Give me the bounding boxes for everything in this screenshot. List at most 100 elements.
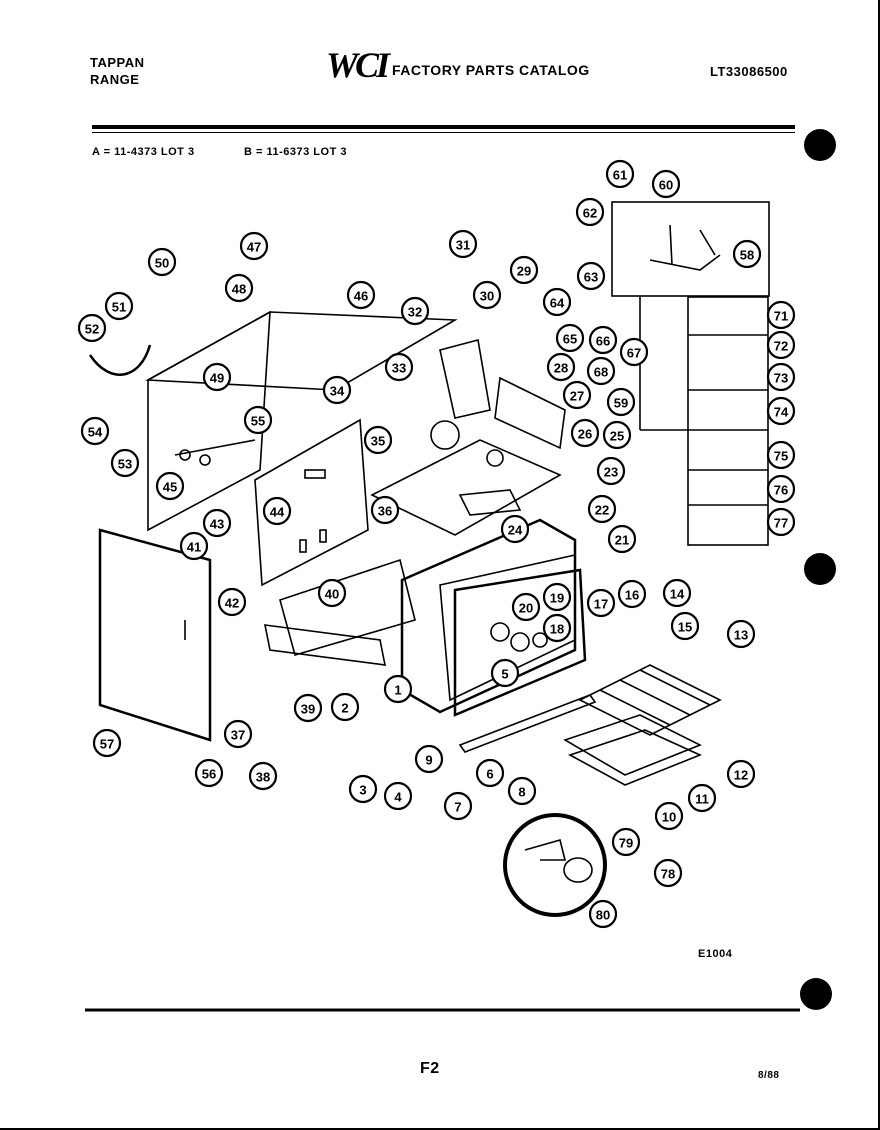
- callout-number: 78: [661, 867, 675, 882]
- callout-circle: [766, 330, 796, 360]
- callout-number: 14: [670, 587, 685, 602]
- callout-43: 43: [202, 508, 232, 538]
- callout-number: 1: [394, 683, 401, 698]
- callout-circle: [239, 231, 269, 261]
- callout-64: 64: [542, 287, 572, 317]
- callout-number: 11: [695, 792, 709, 807]
- callout-number: 8: [518, 785, 525, 800]
- callout-number: 4: [394, 790, 402, 805]
- callout-circle: [766, 362, 796, 392]
- back-panel-part: [254, 418, 369, 587]
- callout-circle: [348, 774, 378, 804]
- callout-circle: [562, 380, 592, 410]
- callout-circle: [472, 280, 502, 310]
- vent-part: [439, 339, 491, 419]
- callout-circle: [542, 582, 572, 612]
- callout-number: 49: [210, 371, 224, 386]
- callout-number: 52: [85, 322, 99, 337]
- callout-39: 39: [293, 693, 323, 723]
- callout-circle: [766, 474, 796, 504]
- callout-circle: [322, 375, 352, 405]
- callout-circle: [384, 352, 414, 382]
- callout-5: 5: [490, 658, 520, 688]
- brand-line-1: TAPPAN: [90, 55, 145, 70]
- callout-13: 13: [726, 619, 756, 649]
- callout-number: 5: [501, 667, 508, 682]
- callout-number: 32: [408, 305, 422, 320]
- callout-circle: [262, 496, 292, 526]
- accessory-panel: [639, 296, 769, 546]
- callout-number: 30: [480, 289, 494, 304]
- callout-52: 52: [77, 313, 107, 343]
- callout-number: 75: [774, 449, 788, 464]
- callout-circle: [602, 420, 632, 450]
- callout-circle: [475, 758, 505, 788]
- callout-33: 33: [384, 352, 414, 382]
- callout-circle: [179, 531, 209, 561]
- callout-circle: [224, 273, 254, 303]
- callout-number: 73: [774, 371, 788, 386]
- callout-circle: [586, 588, 616, 618]
- callout-number: 50: [155, 256, 169, 271]
- binder-hole-top: [804, 129, 836, 161]
- callout-circle: [155, 471, 185, 501]
- callout-73: 73: [766, 362, 796, 392]
- callout-number: 64: [550, 296, 565, 311]
- callout-circle: [110, 448, 140, 478]
- callout-number: 36: [378, 504, 392, 519]
- callout-circle: [248, 761, 278, 791]
- header-rule-bottom: [92, 132, 795, 133]
- callout-58: 58: [732, 239, 762, 269]
- callout-circle: [546, 352, 576, 382]
- callout-4: 4: [383, 781, 413, 811]
- callout-circle: [654, 801, 684, 831]
- revision-date: 8/88: [758, 1070, 780, 1081]
- callout-number: 59: [614, 396, 628, 411]
- callout-14: 14: [662, 578, 692, 608]
- lot-a-label: A = 11-4373 LOT 3: [92, 146, 195, 158]
- oven-liner-part: [400, 518, 577, 714]
- ignitor-part: [649, 224, 721, 271]
- callout-54: 54: [80, 416, 110, 446]
- callout-42: 42: [217, 587, 247, 617]
- callout-61: 61: [605, 159, 635, 189]
- callout-circle: [605, 159, 635, 189]
- callout-44: 44: [262, 496, 292, 526]
- lot-b-label: B = 11-6373 LOT 3: [244, 146, 347, 158]
- callout-number: 40: [325, 587, 339, 602]
- callout-number: 42: [225, 596, 239, 611]
- callout-number: 76: [774, 483, 788, 498]
- callout-number: 54: [88, 425, 103, 440]
- callout-circle: [617, 579, 647, 609]
- kick-plate-part: [458, 694, 597, 753]
- callout-75: 75: [766, 440, 796, 470]
- manifold-part: [174, 439, 256, 466]
- callout-number: 53: [118, 457, 132, 472]
- callout-circle: [726, 759, 756, 789]
- burner-box-part: [370, 420, 562, 536]
- callout-12: 12: [726, 759, 756, 789]
- callout-number: 18: [550, 622, 564, 637]
- callout-number: 9: [425, 753, 432, 768]
- callout-circle: [243, 405, 273, 435]
- callout-62: 62: [575, 197, 605, 227]
- callout-number: 58: [740, 248, 754, 263]
- callout-26: 26: [570, 418, 600, 448]
- callout-circle: [651, 169, 681, 199]
- wci-logo: WCI: [326, 45, 390, 85]
- callout-number: 51: [112, 300, 126, 315]
- callout-number: 12: [734, 768, 748, 783]
- callout-number: 77: [774, 516, 788, 531]
- callout-9: 9: [414, 744, 444, 774]
- callout-number: 6: [486, 767, 493, 782]
- callout-circle: [509, 255, 539, 285]
- callout-number: 44: [270, 505, 285, 520]
- callout-circle: [586, 356, 616, 386]
- callout-number: 25: [610, 429, 624, 444]
- broiler-pan-part: [563, 714, 703, 786]
- gas-hose-part: [88, 344, 152, 376]
- inset-detail: [503, 813, 607, 917]
- callout-24: 24: [500, 514, 530, 544]
